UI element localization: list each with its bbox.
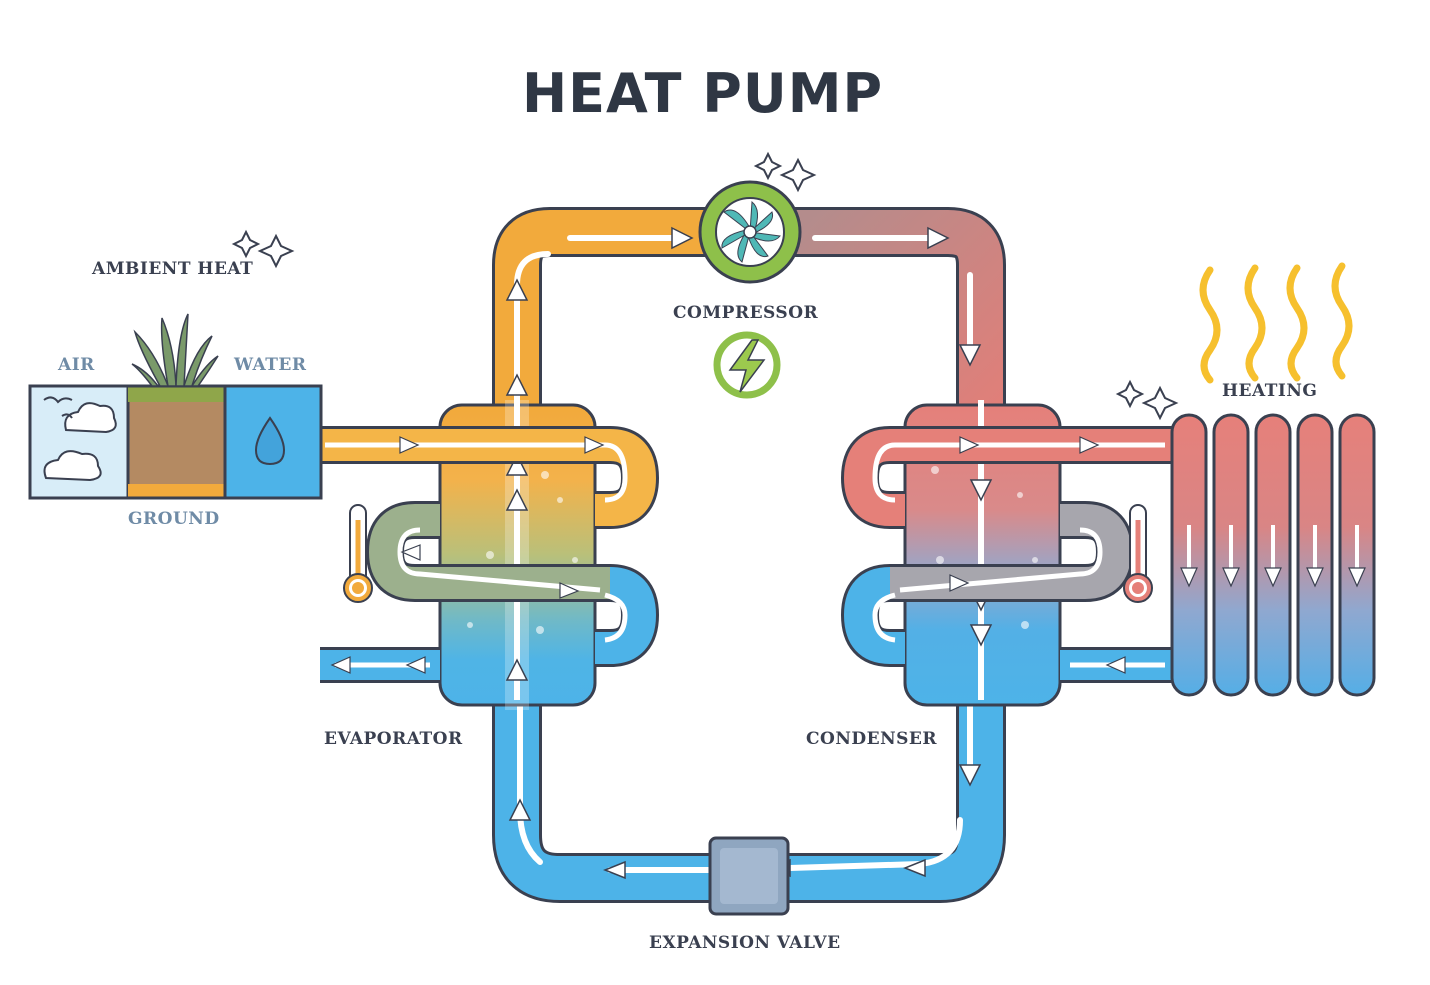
thermometer-icon xyxy=(343,504,373,603)
air-panel xyxy=(28,384,130,500)
grass-icon xyxy=(131,313,219,387)
bird-icon xyxy=(43,396,73,419)
label-ground: GROUND xyxy=(128,509,220,529)
pipe-compressor-to-condenser xyxy=(795,207,1006,420)
heat-wave-icon xyxy=(1199,262,1353,384)
page-title: HEAT PUMP xyxy=(521,62,884,125)
label-condenser: CONDENSER xyxy=(806,729,937,749)
water-drop-icon xyxy=(254,416,286,466)
label-heating: HEATING xyxy=(1222,381,1318,401)
sparkle-icon xyxy=(231,151,1179,421)
thermometer-icon xyxy=(1123,504,1153,603)
label-expansion-valve: EXPANSION VALVE xyxy=(649,933,841,953)
cloud-icon xyxy=(43,402,117,482)
radiator xyxy=(1170,413,1376,697)
label-air: AIR xyxy=(58,355,95,375)
label-compressor: COMPRESSOR xyxy=(673,303,819,323)
ground-panel xyxy=(126,384,227,500)
lightning-icon xyxy=(713,331,781,399)
ambient-source-block xyxy=(28,313,323,500)
label-evaporator: EVAPORATOR xyxy=(324,729,463,749)
expansion-valve xyxy=(708,836,790,916)
label-water: WATER xyxy=(234,355,307,375)
label-ambient-heat: AMBIENT HEAT xyxy=(92,259,254,279)
fan-icon xyxy=(721,201,781,263)
pipe-evaporator-to-compressor xyxy=(492,207,705,420)
compressor xyxy=(698,180,802,284)
